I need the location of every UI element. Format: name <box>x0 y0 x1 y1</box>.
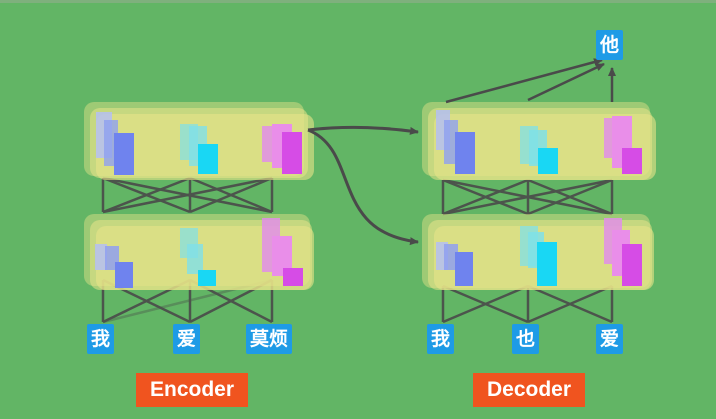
encoder-block <box>84 102 314 324</box>
encoder-layer-connections <box>101 176 274 214</box>
encoder-l1-bar-3c <box>283 268 303 286</box>
decoder-l2-bar-3c <box>622 148 642 174</box>
decoder-l2-bar-2c <box>538 148 558 174</box>
decoder-l1-bar-1b <box>444 244 458 270</box>
decoder-output-token: 他 <box>596 30 624 60</box>
encoder-l1-bar-3b <box>272 236 292 276</box>
encoder-l2-bar-2c <box>198 144 218 174</box>
decoder-l2-bar-1c <box>455 132 475 174</box>
decoder-input-connections <box>441 284 614 324</box>
top-border <box>0 0 716 3</box>
encoder-label: Encoder <box>136 373 248 407</box>
context-arrows <box>307 125 419 246</box>
decoder-token-3: 爱 <box>596 324 624 354</box>
context-arrow-bottom <box>307 128 419 246</box>
decoder-l2-bar-1b <box>444 120 458 164</box>
encoder-l1-bar-2b <box>187 244 203 274</box>
context-arrow-top <box>307 125 419 135</box>
decoder-l1-bar-3c <box>622 244 642 286</box>
decoder-l1-bar-2c <box>537 242 557 286</box>
encoder-l2-bar-3c <box>282 132 302 174</box>
encoder-token-2: 爱 <box>173 324 201 354</box>
encoder-l1-bar-1a <box>95 244 107 270</box>
encoder-layer-2 <box>84 102 314 180</box>
decoder-layer-connections <box>441 178 614 216</box>
encoder-token-3: 莫烦 <box>246 324 293 354</box>
decoder-layer-2 <box>422 102 656 180</box>
decoder-token-1: 我 <box>427 324 455 354</box>
decoder-layer-1 <box>422 214 654 290</box>
decoder-l1-bar-1c <box>455 252 473 286</box>
decoder-label: Decoder <box>473 373 585 407</box>
encoder-token-1: 我 <box>87 324 115 354</box>
output-arrows <box>445 58 616 104</box>
encoder-layer-1 <box>84 214 314 290</box>
decoder-block <box>422 58 656 324</box>
encoder-l1-bar-2c <box>198 270 216 286</box>
decoder-token-2: 也 <box>512 324 540 354</box>
encoder-l1-bar-1c <box>115 262 133 288</box>
encoder-l2-bar-1c <box>114 133 134 175</box>
